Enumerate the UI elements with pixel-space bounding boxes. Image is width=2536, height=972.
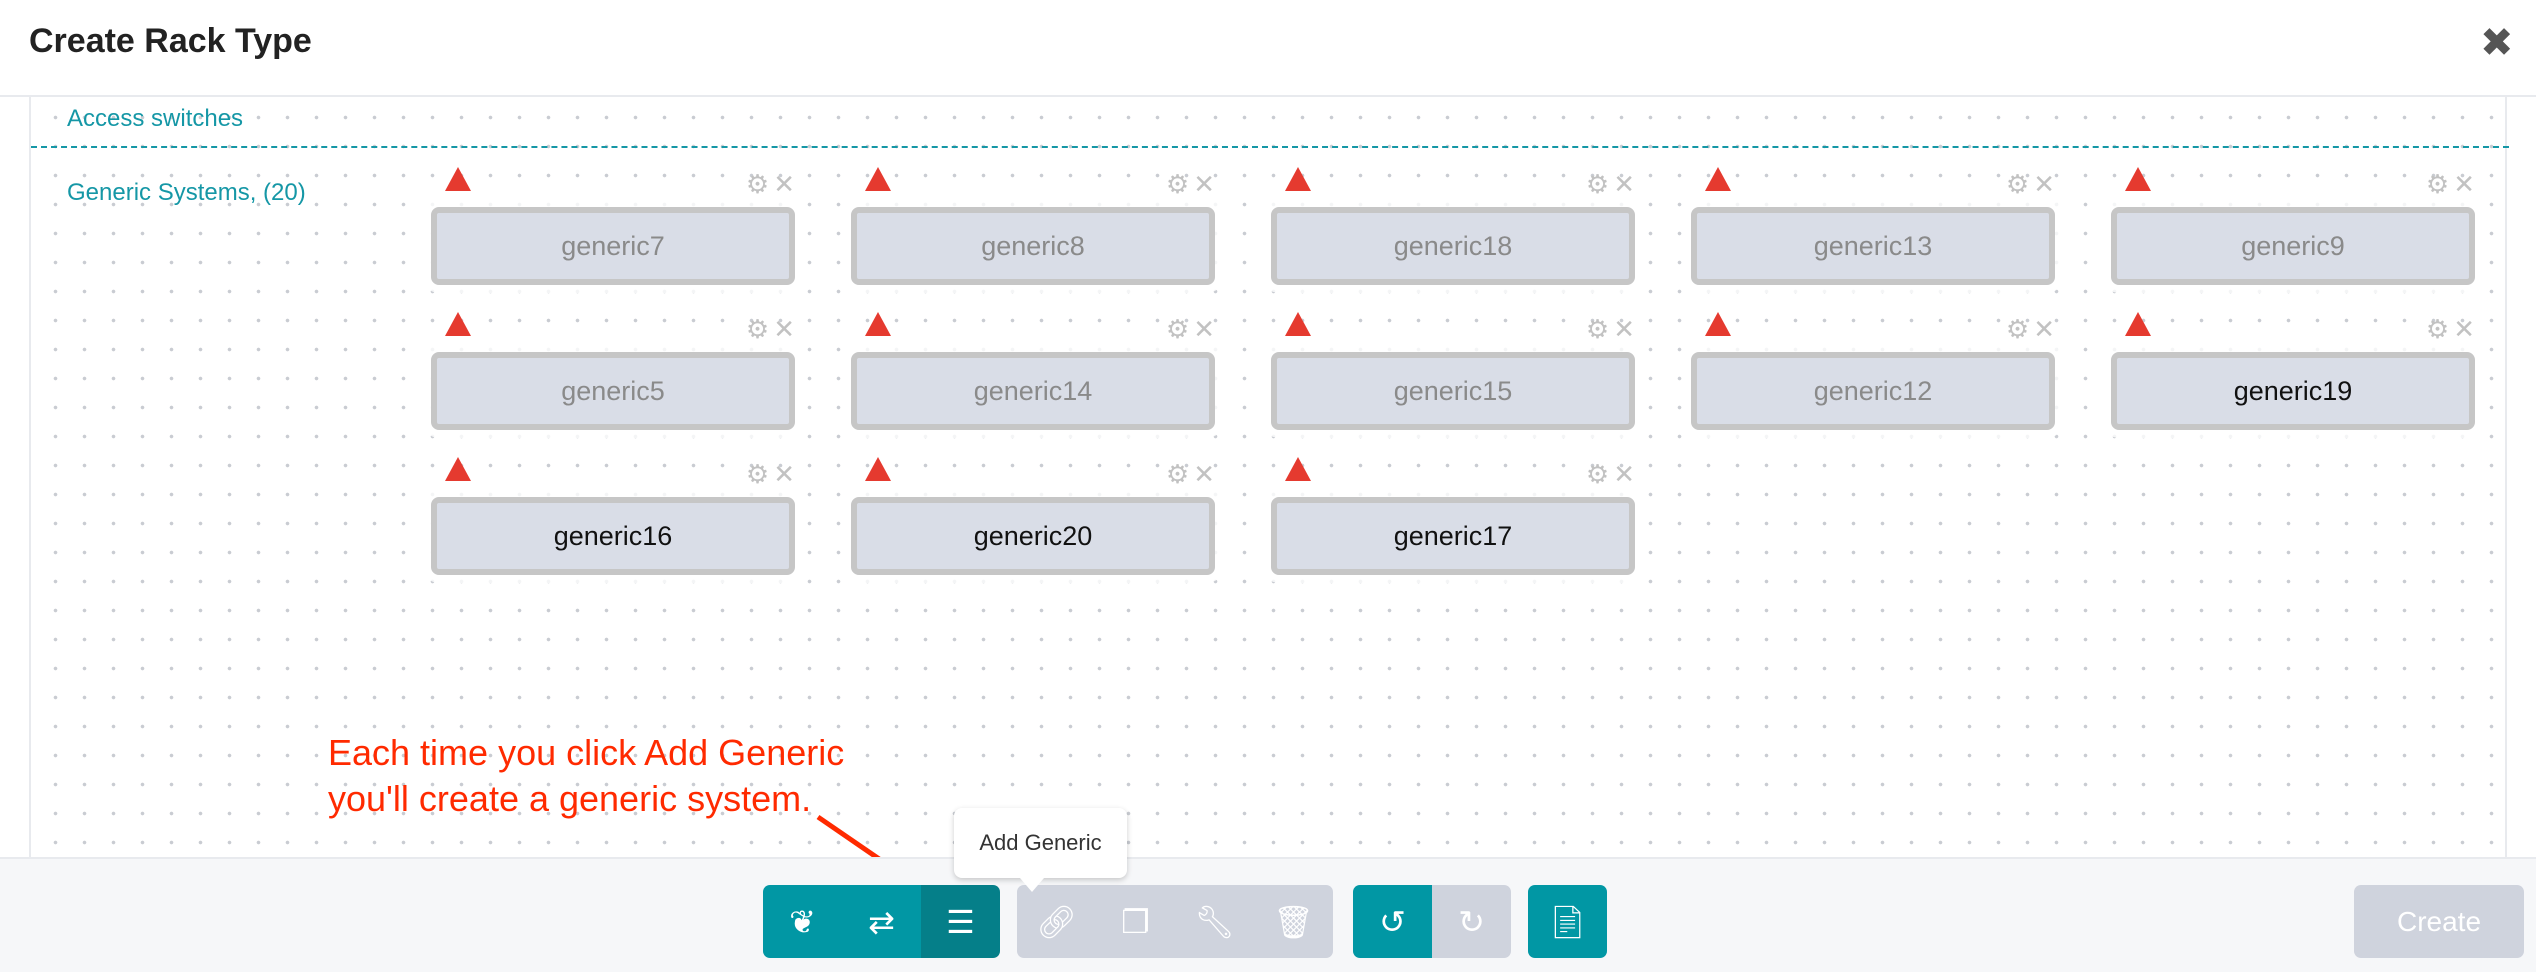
swap-button[interactable]: ⇄ xyxy=(842,885,921,958)
server-icon: ☰ xyxy=(946,903,975,940)
close-icon[interactable]: ✖ xyxy=(2480,21,2514,65)
node-controls[interactable]: ⚙✕ xyxy=(2425,169,2479,199)
annotation-text: Each time you click Add Generic you'll c… xyxy=(328,730,844,822)
link-button[interactable]: 🔗︎ xyxy=(1017,885,1096,958)
warning-icon xyxy=(865,457,891,481)
toolbar-group: 📄︎ xyxy=(1528,885,1607,958)
node-controls[interactable]: ⚙✕ xyxy=(1585,459,1639,489)
leaf-button[interactable]: ❦ xyxy=(763,885,842,958)
generic-system-node[interactable]: ⚙✕generic20 xyxy=(851,457,1215,575)
warning-icon xyxy=(2125,167,2151,191)
generic-system-node[interactable]: ⚙✕generic5 xyxy=(431,312,795,430)
node-label: generic19 xyxy=(2233,376,2353,406)
node-label: generic13 xyxy=(1813,231,1933,261)
toolbar-group: ❦ ⇄ ☰ xyxy=(763,885,1000,958)
generic-system-node[interactable]: ⚙✕generic14 xyxy=(851,312,1215,430)
node-label: generic20 xyxy=(973,521,1093,551)
node-label: generic12 xyxy=(1813,376,1933,406)
page-title: Create Rack Type xyxy=(29,22,312,60)
generic-system-node[interactable]: ⚙✕generic8 xyxy=(851,167,1215,285)
warning-icon xyxy=(1705,312,1731,336)
warning-icon xyxy=(445,312,471,336)
generic-systems-label: Generic Systems, (20) xyxy=(67,179,306,206)
redo-button[interactable]: ↻ xyxy=(1432,885,1511,958)
server-button[interactable]: ☰ xyxy=(921,885,1000,958)
copy-button[interactable]: ❐ xyxy=(1096,885,1175,958)
annotation-line: Each time you click Add Generic xyxy=(328,732,845,773)
generic-system-node[interactable]: ⚙✕generic12 xyxy=(1691,312,2055,430)
node-controls[interactable]: ⚙✕ xyxy=(745,459,799,489)
node-label: generic5 xyxy=(561,376,665,406)
node-controls[interactable]: ⚙✕ xyxy=(1165,169,1219,199)
trash-icon: 🗑︎ xyxy=(1273,903,1314,940)
redo-icon: ↻ xyxy=(1458,903,1485,940)
node-controls[interactable]: ⚙✕ xyxy=(2005,169,2059,199)
toolbar-group: 🔗︎ ❐ 🔧︎ 🗑︎ xyxy=(1017,885,1333,958)
rack-canvas[interactable]: Access switches Generic Systems, (20) ⚙✕… xyxy=(29,97,2509,857)
generic-system-node[interactable]: ⚙✕generic19 xyxy=(2111,312,2475,430)
warning-icon xyxy=(1285,312,1311,336)
section-divider xyxy=(31,146,2509,148)
leaf-icon: ❦ xyxy=(789,903,816,940)
document-button[interactable]: 📄︎ xyxy=(1528,885,1607,958)
node-controls[interactable]: ⚙✕ xyxy=(1585,314,1639,344)
node-controls[interactable]: ⚙✕ xyxy=(745,169,799,199)
node-label: generic8 xyxy=(981,231,1085,261)
warning-icon xyxy=(445,457,471,481)
node-label: generic9 xyxy=(2241,231,2345,261)
annotation-line: you'll create a generic system. xyxy=(328,778,812,819)
document-icon: 📄︎ xyxy=(1547,903,1588,940)
generic-system-node[interactable]: ⚙✕generic13 xyxy=(1691,167,2055,285)
warning-icon xyxy=(1705,167,1731,191)
copy-icon: ❐ xyxy=(1121,903,1150,940)
wrench-button[interactable]: 🔧︎ xyxy=(1175,885,1254,958)
warning-icon xyxy=(865,312,891,336)
tooltip-add-generic: Add Generic xyxy=(954,808,1127,892)
node-controls[interactable]: ⚙✕ xyxy=(2425,314,2479,344)
node-label: generic7 xyxy=(561,231,665,261)
node-controls[interactable]: ⚙✕ xyxy=(1165,314,1219,344)
access-switches-label: Access switches xyxy=(67,105,244,132)
undo-icon: ↺ xyxy=(1379,903,1406,940)
node-controls[interactable]: ⚙✕ xyxy=(2005,314,2059,344)
undo-button[interactable]: ↺ xyxy=(1353,885,1432,958)
node-controls[interactable]: ⚙✕ xyxy=(1585,169,1639,199)
link-icon: 🔗︎ xyxy=(1036,903,1077,940)
create-button[interactable]: Create xyxy=(2354,885,2524,958)
node-controls[interactable]: ⚙✕ xyxy=(1165,459,1219,489)
swap-icon: ⇄ xyxy=(868,903,895,940)
warning-icon xyxy=(1285,167,1311,191)
generic-system-node[interactable]: ⚙✕generic18 xyxy=(1271,167,1635,285)
warning-icon xyxy=(445,167,471,191)
toolbar-footer: Create ❦⇄☰🔗︎❐🔧︎🗑︎↺↻📄︎ xyxy=(0,857,2536,972)
generic-system-node[interactable]: ⚙✕generic9 xyxy=(2111,167,2475,285)
node-label: generic18 xyxy=(1393,231,1513,261)
warning-icon xyxy=(865,167,891,191)
warning-icon xyxy=(2125,312,2151,336)
toolbar-group: ↺↻ xyxy=(1353,885,1511,958)
warning-icon xyxy=(1285,457,1311,481)
node-label: generic15 xyxy=(1393,376,1513,406)
modal-header: Create Rack Type ✖ xyxy=(0,0,2536,97)
wrench-icon: 🔧︎ xyxy=(1194,903,1235,940)
node-label: generic17 xyxy=(1393,521,1513,551)
generic-system-node[interactable]: ⚙✕generic17 xyxy=(1271,457,1635,575)
generic-system-node[interactable]: ⚙✕generic16 xyxy=(431,457,795,575)
generic-system-node[interactable]: ⚙✕generic7 xyxy=(431,167,795,285)
node-label: generic16 xyxy=(553,521,673,551)
trash-button[interactable]: 🗑︎ xyxy=(1254,885,1333,958)
generic-system-node[interactable]: ⚙✕generic15 xyxy=(1271,312,1635,430)
node-controls[interactable]: ⚙✕ xyxy=(745,314,799,344)
node-label: generic14 xyxy=(973,376,1093,406)
